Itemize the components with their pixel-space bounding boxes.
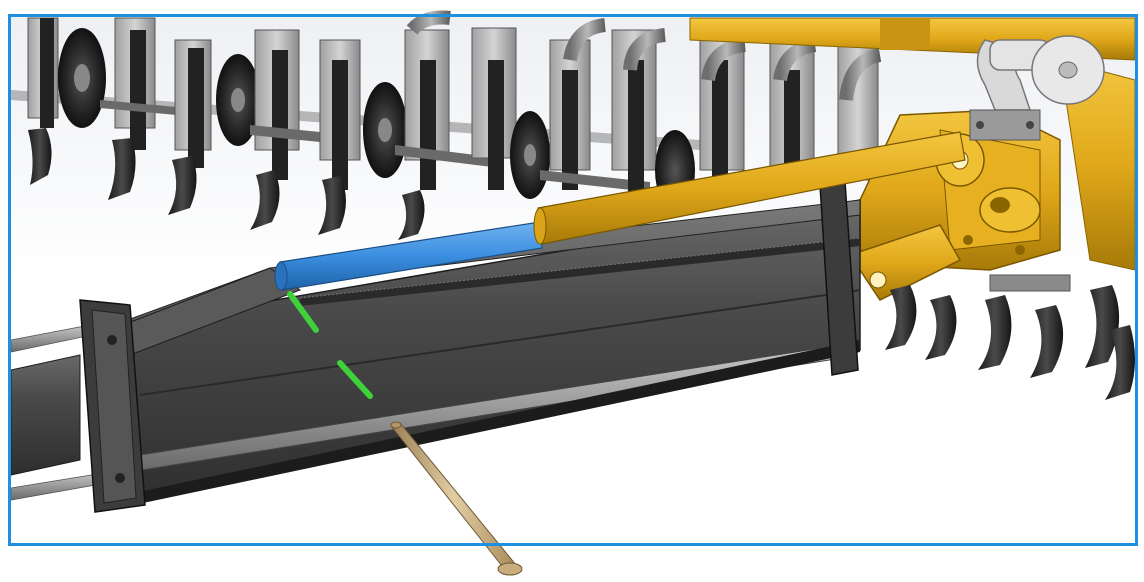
seeder-units-row — [11, 10, 882, 240]
highlighted-cylinder-part[interactable] — [274, 221, 543, 291]
telescopic-beam — [10, 181, 861, 513]
elbow-pipe — [969, 35, 1105, 141]
selection-marks — [287, 291, 373, 399]
yellow-cylinder-rod — [533, 131, 966, 245]
bolt-part[interactable] — [390, 421, 523, 576]
front-tines-row — [885, 274, 1135, 400]
